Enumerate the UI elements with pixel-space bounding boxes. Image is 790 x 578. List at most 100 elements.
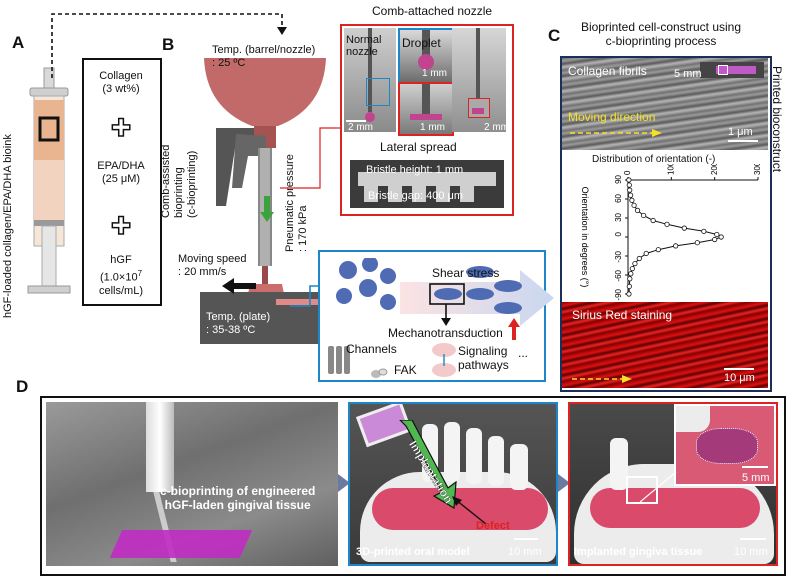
data-point: [714, 231, 720, 238]
y-tick-label: -30: [614, 250, 623, 262]
defect-label: Defect: [476, 520, 510, 532]
c-bioprinting-side-label: Comb-assisted bioprinting (c-bioprinting…: [160, 144, 198, 218]
hgf-unit: cells/mL): [98, 284, 143, 297]
exponent: 7: [137, 269, 143, 278]
printhead-illustration: [204, 58, 326, 304]
data-point: [655, 247, 661, 253]
data-point: [718, 234, 724, 240]
data-point: [650, 217, 656, 224]
data-point: [636, 255, 642, 262]
x-tick-label: 10000: [666, 164, 675, 175]
signaling-icon: [432, 343, 456, 377]
orientation-chart: 01000020000300009060300-30-60-90Orientat…: [580, 164, 762, 301]
collagen-fibrils-label: Collagen fibrils: [568, 64, 647, 78]
increase-arrow-icon: [508, 318, 520, 340]
component-hgf: hGF (1.0×107 cells/mL): [84, 254, 158, 298]
zoom-connector: [640, 471, 677, 503]
bristle-height-label: Bristle height: 1 mm: [366, 164, 464, 176]
panel-c-title: Bioprinted cell-construct using c-biopri…: [580, 20, 742, 48]
scale-bar: [728, 140, 758, 142]
signaling-label: Signaling pathways: [458, 344, 509, 372]
y-tick-label: -90: [614, 288, 623, 300]
printed-filament: [276, 299, 320, 305]
x-tick-label: 20000: [710, 164, 719, 175]
data-point: [628, 192, 634, 198]
bristle-gap-label: Bristle gap: 400 μm: [368, 190, 463, 202]
scale-5mm-label: 5 mm: [674, 68, 702, 80]
y-tick-label: 60: [614, 193, 623, 202]
data-point: [701, 228, 707, 234]
y-axis-label: Orientation in degrees (°): [580, 187, 590, 288]
y-tick-label: -60: [614, 269, 623, 281]
droplet-highlight: [366, 78, 390, 106]
data-point: [681, 225, 687, 231]
next-arrow-icon: [338, 474, 350, 492]
scale-10um-label: 10 μm: [724, 372, 755, 384]
y-tick-label: 30: [614, 212, 623, 221]
data-point: [629, 197, 635, 203]
sirius-red-label: Sirius Red staining: [572, 308, 673, 322]
syringe-illustration: [27, 67, 71, 294]
channels-icon: [328, 346, 350, 374]
scale-label: 1 mm: [422, 68, 447, 79]
implanted-caption: Implanted gingiva tissue: [574, 546, 703, 558]
data-point: [673, 243, 679, 249]
scale-bar: [724, 368, 754, 370]
mechanotransduction-label: Mechanotransduction: [388, 326, 503, 340]
component-collagen: Collagen (3 wt%): [84, 70, 158, 96]
scale-5mm-label: 5 mm: [742, 472, 770, 484]
implantation-arrow: [399, 420, 457, 510]
x-tick-label: 0: [623, 170, 632, 175]
construct-inset: [700, 62, 764, 78]
y-tick-label: 0: [614, 231, 623, 236]
moving-direction-arrow: [222, 278, 256, 294]
lateral-spread-label: Lateral spread: [380, 140, 457, 154]
data-point: [627, 276, 633, 282]
scale-1um-label: 1 μm: [728, 126, 753, 138]
scale-bar: [346, 120, 366, 122]
normal-nozzle-label: Normal nozzle: [346, 34, 382, 58]
c-bioprinting-photo: [46, 402, 338, 566]
bioink-components-box: [82, 58, 162, 306]
printed-bioconstruct-side-label: Printed bioconstruct: [770, 66, 784, 173]
data-point: [627, 187, 633, 193]
shear-stress-label: Shear stress: [432, 266, 500, 280]
sirius-red-image: [562, 302, 768, 388]
data-point: [694, 240, 700, 246]
dashed-connector: [51, 13, 287, 78]
hgf-density: (1.0×107: [99, 269, 143, 284]
data-point: [631, 202, 637, 208]
hgf-label: hGF: [110, 254, 132, 266]
data-point: [629, 266, 635, 272]
comb-nozzle-title: Comb-attached nozzle: [372, 4, 493, 18]
data-point: [626, 283, 632, 290]
panel-b-letter: B: [162, 35, 175, 54]
moving-direction-arrow: [570, 129, 662, 137]
plus-icon: ✚: [110, 212, 132, 241]
component-epa-dha: EPA/DHA (25 μM): [84, 160, 158, 186]
scale-bar: [742, 466, 768, 468]
collagen-amount: (3 wt%): [102, 83, 140, 95]
comb-nozzle-side-photo: [452, 28, 506, 132]
data-point: [628, 271, 634, 277]
panel-c-letter: C: [548, 26, 561, 45]
collagen-label: Collagen: [99, 70, 143, 82]
x-tick-label: 30000: [753, 164, 762, 175]
panel-d-letter: D: [16, 377, 29, 396]
ellipsis: ...: [518, 346, 529, 360]
data-point: [626, 177, 632, 183]
chart-title: Distribution of orientation (-): [592, 154, 716, 165]
gingiva-zoom-inset: [674, 404, 776, 486]
plus-icon: ✚: [110, 114, 132, 143]
data-point: [641, 212, 647, 219]
scale-bar: [514, 538, 538, 540]
panel-a-side-label: hGF-loaded collagen/EPA/DHA bioink: [2, 134, 14, 318]
epa-dha-amount: (25 μM): [101, 173, 141, 185]
epa-dha-label: EPA/DHA: [97, 160, 145, 172]
fak-icon: [371, 368, 388, 378]
droplet-label: Droplet: [402, 36, 441, 50]
data-point: [643, 250, 649, 257]
moving-speed-label: Moving speed : 20 mm/s: [178, 253, 247, 278]
cells-illustration: [336, 258, 522, 314]
series-line: [628, 179, 723, 295]
